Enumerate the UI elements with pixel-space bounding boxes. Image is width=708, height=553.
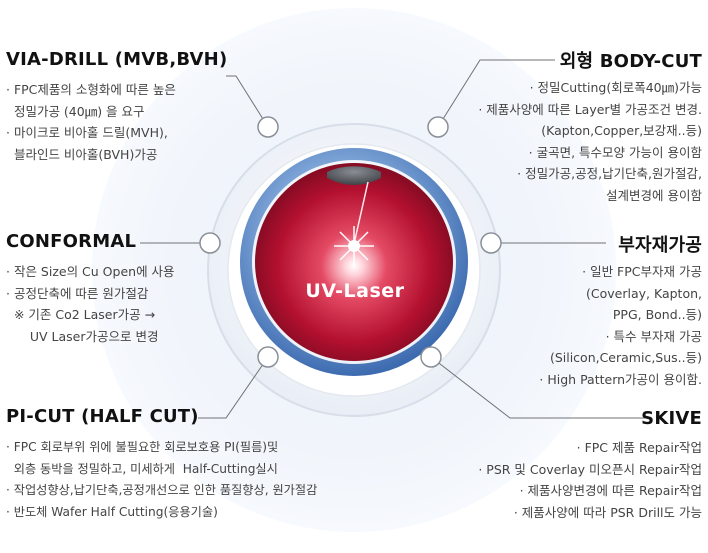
body-cut-title: 외형 BODY-CUT	[559, 51, 702, 72]
skive-text: · FPC 제품 Repair작업 · PSR 및 Coverlay 미오픈시 …	[478, 437, 702, 523]
conformal-text: · 작은 Size의 Cu Open에 사용 · 공정단축에 따른 원가절감 ※…	[6, 261, 175, 347]
node-pi-cut	[257, 346, 279, 368]
via-drill-line: · FPC제품의 소형화에 따른 높은	[6, 82, 176, 97]
sub-material-title: 부자재가공	[618, 235, 702, 256]
node-via-drill	[257, 116, 279, 138]
body-cut-line: · 정밀Cutting(회로폭40㎛)가능	[529, 80, 702, 95]
via-drill-title: VIA-DRILL (MVB,BVH)	[6, 49, 228, 70]
conformal-title: CONFORMAL	[6, 231, 137, 252]
pi-cut-text: · FPC 회로부위 위에 불필요한 회로보호용 PI(필름)및 외층 동박을 …	[6, 437, 317, 523]
connector-pi-cut	[198, 356, 269, 419]
skive-line: · PSR 및 Coverlay 미오픈시 Repair작업	[478, 461, 702, 477]
skive-line: · 제품사양에 따라 PSR Drill도 가능	[513, 504, 702, 520]
sub-material-line: · 일반 FPC부자재 가공	[582, 264, 702, 279]
pi-cut-line: 외층 동박을 정밀하고, 미세하게 Half-Cutting실시	[6, 461, 278, 476]
via-drill-line: 블라인드 비아홀(BVH)가공	[6, 146, 158, 162]
skive-line: · FPC 제품 Repair작업	[576, 440, 702, 455]
body-cut-line: · 정밀가공,공정,납기단축,원가절감,	[517, 166, 702, 181]
laser-flare-core	[348, 240, 360, 252]
body-cut-line: 설계변경에 용이함	[606, 187, 702, 203]
via-drill-line: · 마이크로 비아홀 드릴(MVH),	[6, 125, 168, 140]
conformal-line: · 작은 Size의 Cu Open에 사용	[6, 264, 175, 279]
node-conformal	[199, 232, 221, 254]
conformal-line: ※ 기존 Co2 Laser가공 →	[6, 307, 156, 322]
sub-material-text: · 일반 FPC부자재 가공 (Coverlay, Kapton, PPG, B…	[539, 261, 702, 390]
node-sub-material	[480, 232, 502, 254]
skive-line: · 제품사양변경에 따른 Repair작업	[519, 483, 702, 498]
pi-cut-line: · 작업성향상,납기단축,공정개선으로 인한 품질향상, 원가절감	[6, 483, 318, 497]
sub-material-line: · High Pattern가공이 용이함.	[539, 371, 702, 387]
laser-beam	[353, 181, 369, 245]
sub-material-line: (Coverlay, Kapton,	[586, 285, 702, 301]
body-cut-line: · 제품사양에 따른 Layer별 가공조건 변경.	[478, 101, 702, 117]
connector-body-cut	[437, 59, 555, 128]
laser-head	[327, 166, 381, 185]
sub-material-line: PPG, Bond..등)	[612, 307, 702, 322]
conformal-line: UV Laser가공으로 변경	[6, 328, 159, 344]
sub-material-line: (Silicon,Ceramic,Sus..등)	[549, 350, 702, 365]
pi-cut-title: PI-CUT (HALF CUT)	[6, 406, 199, 427]
node-skive	[420, 346, 442, 368]
body-cut-line: · 굴곡면, 특수모양 가능이 용이함	[528, 144, 702, 160]
pi-cut-line: · FPC 회로부위 위에 불필요한 회로보호용 PI(필름)및	[6, 440, 279, 454]
conformal-line: · 공정단축에 따른 원가절감	[6, 285, 149, 301]
sub-material-line: · 특수 부자재 가공	[605, 328, 702, 344]
connector-skive	[430, 356, 645, 419]
skive-title: SKIVE	[641, 408, 702, 429]
center-label: UV-Laser	[305, 280, 405, 302]
pi-cut-line: · 반도체 Wafer Half Cutting(응용기술)	[6, 504, 218, 519]
via-drill-line: 정밀가공 (40㎛) 을 요구	[6, 103, 145, 119]
body-cut-line: (Kapton,Copper,보강재..등)	[541, 123, 702, 138]
node-body-cut	[427, 116, 449, 138]
connector-via-drill	[226, 75, 269, 128]
body-cut-text: · 정밀Cutting(회로폭40㎛)가능 · 제품사양에 따른 Layer별 …	[478, 77, 702, 206]
via-drill-text: · FPC제품의 소형화에 따른 높은 정밀가공 (40㎛) 을 요구 · 마이…	[6, 79, 176, 165]
